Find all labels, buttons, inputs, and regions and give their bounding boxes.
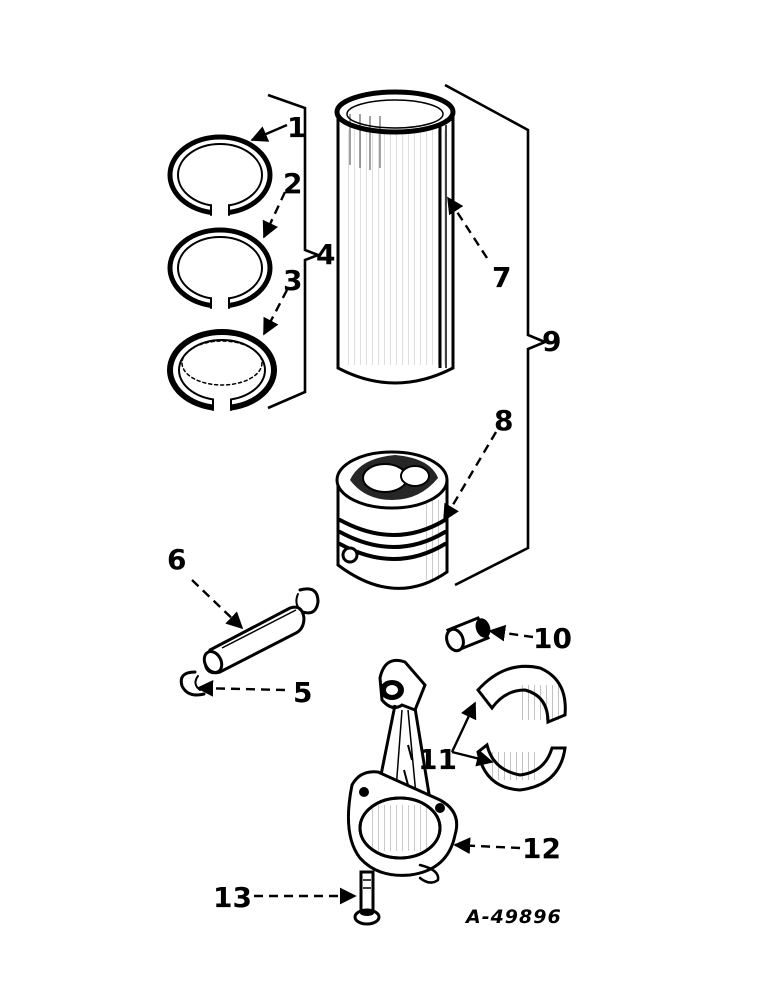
callout-3: 3 <box>283 264 302 297</box>
piston-pin <box>202 605 306 675</box>
sleeve-piston-bracket <box>444 83 549 587</box>
callout-13: 13 <box>213 881 252 914</box>
callout-4: 4 <box>316 238 335 271</box>
callout-9: 9 <box>542 325 561 358</box>
callout-8: 8 <box>494 404 513 437</box>
drawing-number: A-49896 <box>464 906 562 928</box>
connecting-rod <box>346 658 459 884</box>
piston <box>335 450 449 590</box>
callout-1: 1 <box>287 111 306 144</box>
cylinder-sleeve <box>334 89 456 385</box>
snap-ring-lower <box>179 670 206 697</box>
bearing-shells <box>476 664 567 792</box>
rod-bolt <box>353 870 381 926</box>
leader-lines <box>191 123 534 905</box>
piston-ring-3 <box>167 329 277 413</box>
callout-11: 11 <box>418 743 457 776</box>
pin-bushing <box>445 616 491 653</box>
callout-12: 12 <box>522 832 561 865</box>
snap-ring-upper <box>295 587 320 615</box>
callout-5: 5 <box>293 676 312 709</box>
ring-set-bracket <box>267 93 322 410</box>
callout-2: 2 <box>283 167 302 200</box>
piston-ring-2 <box>167 227 273 311</box>
callout-6: 6 <box>167 543 186 576</box>
piston-ring-1 <box>167 134 273 218</box>
callout-10: 10 <box>533 622 572 655</box>
callout-7: 7 <box>492 261 511 294</box>
